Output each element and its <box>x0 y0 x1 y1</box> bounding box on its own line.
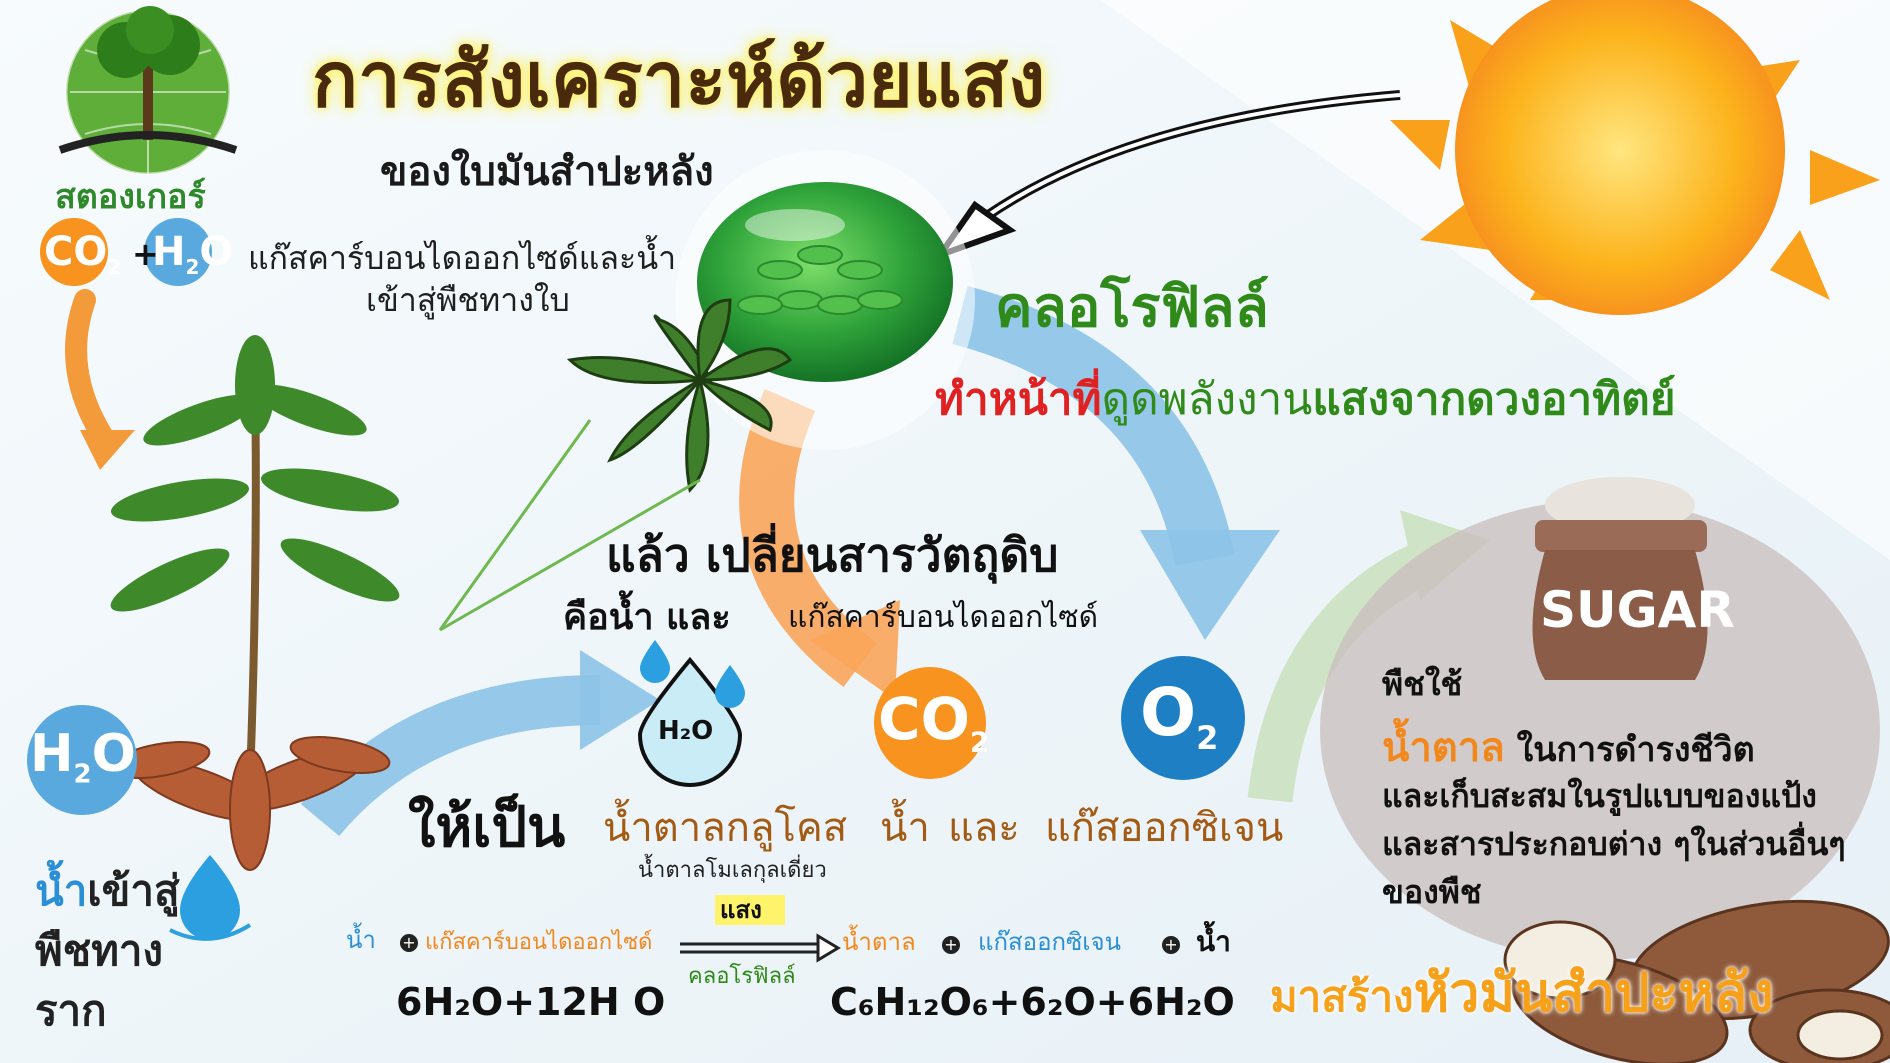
plus-icon: + <box>1162 936 1180 954</box>
cassava-leaf-icon <box>566 298 793 494</box>
equation-product-3: น้ำ <box>1196 925 1231 958</box>
glucose-note: น้ำตาลโมเลกุลเดี่ยว <box>638 858 827 883</box>
h2o-formula-roots: H2O <box>30 724 136 790</box>
product-glucose: น้ำตาลกลูโคส <box>603 805 848 851</box>
sugar-bag-icon <box>1532 477 1708 680</box>
root-water-line-3: ราก <box>35 986 107 1035</box>
equation-catalyst: คลอโรฟิลล์ <box>688 964 796 989</box>
plant-use-line-3: และเก็บสะสมในรูปแบบของแป้ง <box>1382 777 1817 815</box>
plant-use-line-2: น้ำตาล ในการดำรงชีวิต <box>1382 725 1755 771</box>
equation-right-formula: C₆H₁₂O₆+6₂O+6H₂O <box>830 980 1235 1024</box>
products-prefix: ให้เป็น <box>408 795 566 860</box>
logo-icon <box>58 6 238 176</box>
sugar-bag-label: SUGAR <box>1540 581 1735 639</box>
transform-line-2a: คือน้ำ และ <box>563 597 731 638</box>
co2-formula: CO2 <box>878 685 990 759</box>
intro-line-2: เข้าสู่พืชทางใบ <box>366 281 570 319</box>
plus-icon: + <box>942 936 960 954</box>
co2-formula-left: CO2 <box>44 229 122 279</box>
intro-line-1: แก๊สคาร์บอนไดออกไซด์และน้ำ <box>248 239 677 277</box>
transform-line-2b: แก๊สคาร์บอนไดออกไซด์ <box>788 600 1099 635</box>
plant-use-line-1: พืชใช้ <box>1382 665 1463 703</box>
o2-formula: O2 <box>1140 674 1219 758</box>
chlorophyll-description: ทำหน้าที่ดูดพลังงานแสงจากดวงอาทิตย์ <box>935 374 1676 425</box>
cassava-root-icon <box>1503 899 1890 1063</box>
root-water-line-1: น้ำเข้าสู่ <box>35 866 180 915</box>
transform-line-1: แล้ว เปลี่ยนสารวัตถุดิบ <box>606 528 1059 582</box>
cassava-plant-icon <box>109 335 400 871</box>
logo-label: สตองเกอร์ <box>55 177 206 217</box>
plant-use-line-5: ของพืช <box>1382 873 1482 911</box>
plus-icon: + <box>400 934 418 952</box>
plus-icon: + <box>132 235 159 273</box>
h2o-drop-formula: H₂O <box>658 716 714 746</box>
plant-use-line-4: และสารประกอบต่าง ๆในส่วนอื่นๆ <box>1382 825 1846 863</box>
chlorophyll-icon <box>697 182 953 382</box>
build-root-text: มาสร้างหัวมันสำปะหลัง <box>1270 961 1774 1024</box>
sun-icon <box>1390 0 1880 315</box>
product-oxygen: แก๊สออกซิเจน <box>1045 805 1284 851</box>
equation-left-formula: 6H₂O+12H O <box>396 980 666 1024</box>
product-and: และ <box>948 805 1020 851</box>
page-title: การสังเคราะห์ด้วยแสง <box>312 35 1046 124</box>
page-subtitle: ของใบมันสำปะหลัง <box>380 149 714 195</box>
root-water-line-2: พืชทาง <box>35 926 163 975</box>
equation-light: แสง <box>720 896 762 924</box>
chlorophyll-label: คลอโรฟิลล์ <box>995 275 1269 340</box>
equation-reactant-2: แก๊สคาร์บอนไดออกไซด์ <box>425 930 653 955</box>
water-drop-icon <box>637 640 745 787</box>
equation-product-1: น้ำตาล <box>842 928 916 956</box>
equation-reactant-1: น้ำ <box>346 926 376 954</box>
product-water: น้ำ <box>880 805 930 851</box>
h2o-formula-left: H2O <box>152 229 234 279</box>
equation-product-2: แก๊สออกซิเจน <box>978 928 1121 956</box>
